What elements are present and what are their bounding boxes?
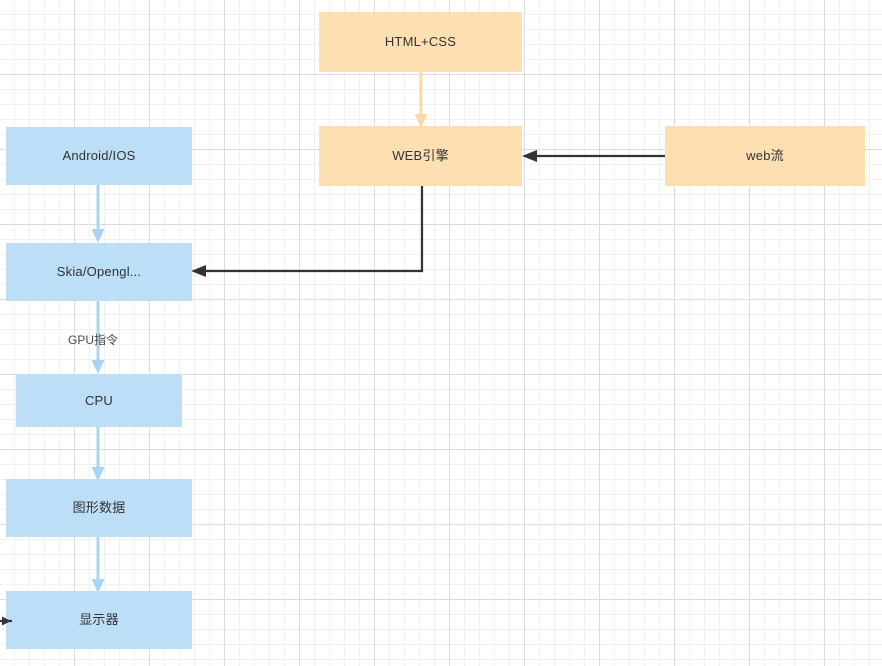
connector-web-stream-to-web-engine[interactable]: [520, 146, 670, 168]
connector-skia-to-cpu[interactable]: [83, 299, 113, 377]
node-cpu[interactable]: CPU: [16, 374, 182, 427]
arrowhead-down-icon: [91, 360, 105, 374]
node-label: Skia/Opengl...: [56, 264, 142, 280]
arrowhead-left-icon: [191, 265, 206, 277]
node-html-css[interactable]: HTML+CSS: [319, 12, 522, 72]
arrowhead-down-icon: [91, 467, 105, 481]
connector-web-engine-to-skia[interactable]: [186, 184, 432, 284]
node-label: web流: [746, 148, 784, 164]
connector-offscreen-to-display[interactable]: [0, 612, 16, 630]
connector-html-css-to-web-engine[interactable]: [405, 70, 441, 130]
node-label: CPU: [84, 392, 114, 408]
arrowhead-down-icon: [91, 579, 105, 593]
connector-graphic-data-to-display[interactable]: [83, 535, 113, 595]
node-web-engine[interactable]: WEB引擎: [319, 126, 522, 186]
node-label: WEB引擎: [392, 148, 449, 164]
connector-line: [204, 184, 424, 273]
node-graphic-data[interactable]: 图形数据: [6, 479, 192, 537]
connector-android-to-skia[interactable]: [83, 183, 113, 245]
connector-cpu-to-graphic-data[interactable]: [83, 425, 113, 483]
arrowhead-down-icon: [91, 229, 105, 243]
arrowhead-left-icon: [522, 150, 537, 162]
edge-label-gpu-instruction: GPU指令: [68, 333, 119, 347]
node-label: Android/IOS: [62, 148, 136, 164]
node-web-stream[interactable]: web流: [665, 126, 865, 186]
arrowhead-down-icon: [414, 114, 428, 128]
node-display[interactable]: 显示器: [6, 591, 192, 649]
node-label: 图形数据: [72, 500, 126, 516]
node-label: HTML+CSS: [384, 34, 457, 50]
node-skia-opengl[interactable]: Skia/Opengl...: [6, 243, 192, 301]
node-label: 显示器: [79, 612, 119, 628]
arrowhead-right-icon: [2, 616, 11, 626]
node-android-ios[interactable]: Android/IOS: [6, 127, 192, 185]
